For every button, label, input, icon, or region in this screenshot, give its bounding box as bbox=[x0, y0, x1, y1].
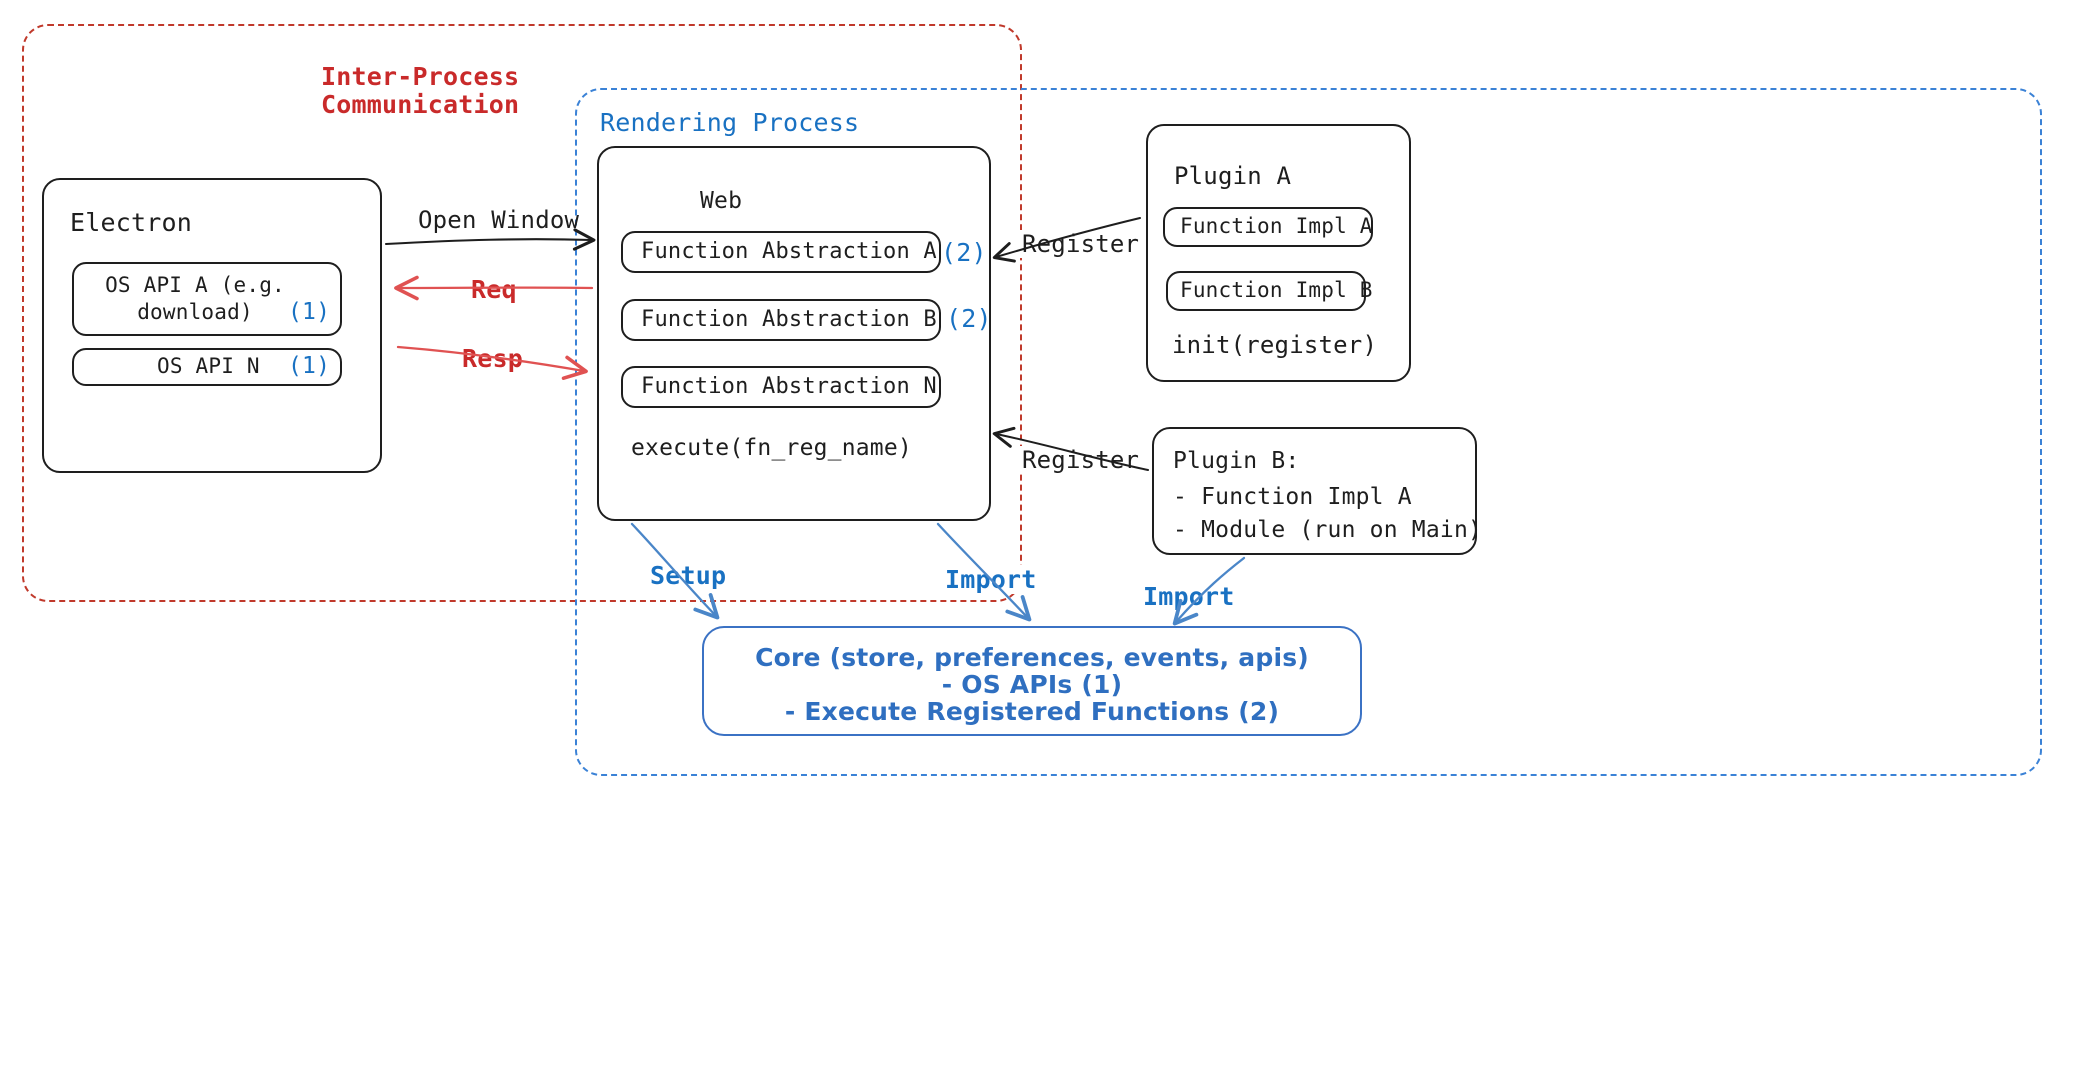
function-abstraction-n-label: Function Abstraction N bbox=[641, 374, 937, 399]
web-title: Web bbox=[700, 188, 743, 214]
core-line-1: Core (store, preferences, events, apis) bbox=[755, 643, 1309, 672]
import-plugin-label: Import bbox=[1138, 582, 1240, 611]
plugin-a-init-label: init(register) bbox=[1172, 331, 1378, 359]
req-label: Req bbox=[464, 275, 524, 304]
resp-label: Resp bbox=[455, 344, 531, 373]
os-api-n-box[interactable] bbox=[72, 348, 342, 386]
os-api-n-label: OS API N bbox=[157, 354, 260, 378]
plugin-a-title: Plugin A bbox=[1174, 162, 1292, 190]
register-b-label: Register bbox=[1018, 446, 1144, 474]
plugin-b-item-1: - Module (run on Main) bbox=[1173, 517, 1483, 543]
electron-box[interactable] bbox=[42, 178, 382, 473]
os-api-n-marker: (1) bbox=[288, 353, 331, 379]
register-a-label: Register bbox=[1018, 230, 1144, 258]
function-impl-b-label: Function Impl B bbox=[1180, 278, 1373, 302]
function-abstraction-n-box[interactable] bbox=[621, 366, 941, 408]
os-api-a-box[interactable] bbox=[72, 262, 342, 336]
function-impl-a-box[interactable] bbox=[1163, 207, 1373, 247]
plugin-b-title: Plugin B: bbox=[1173, 448, 1300, 474]
function-impl-a-label: Function Impl A bbox=[1180, 214, 1373, 238]
web-execute-label: execute(fn_reg_name) bbox=[631, 435, 912, 461]
open-window-label: Open Window bbox=[418, 206, 580, 234]
web-box[interactable] bbox=[597, 146, 991, 521]
ipc-label-line1: Inter-Process bbox=[321, 62, 520, 91]
function-abstraction-b-label: Function Abstraction B bbox=[641, 307, 937, 332]
function-abstraction-a-box[interactable] bbox=[621, 231, 941, 273]
core-line-2: - OS APIs (1) bbox=[941, 670, 1123, 699]
plugin-a-box[interactable] bbox=[1146, 124, 1411, 382]
function-abstraction-a-label: Function Abstraction A bbox=[641, 239, 937, 264]
function-abstraction-b-box[interactable] bbox=[621, 299, 941, 341]
ipc-boundary bbox=[22, 24, 1022, 602]
import-web-label: Import bbox=[940, 565, 1042, 594]
plugin-b-item-0: - Function Impl A bbox=[1173, 484, 1412, 510]
plugin-b-box[interactable] bbox=[1152, 427, 1477, 555]
ipc-label-line2: Communication bbox=[321, 90, 520, 119]
function-impl-b-box[interactable] bbox=[1166, 271, 1366, 311]
core-line-3: - Execute Registered Functions (2) bbox=[784, 697, 1280, 726]
electron-title: Electron bbox=[70, 208, 193, 237]
rendering-process-boundary bbox=[575, 88, 2042, 776]
rendering-process-label: Rendering Process bbox=[600, 108, 860, 137]
core-box[interactable] bbox=[702, 626, 1362, 736]
setup-label: Setup bbox=[645, 561, 732, 590]
os-api-a-marker: (1) bbox=[288, 299, 331, 325]
os-api-a-label: OS API A (e.g. download) bbox=[105, 273, 285, 324]
function-abstraction-a-marker: (2) bbox=[941, 238, 987, 267]
function-abstraction-b-marker: (2) bbox=[946, 304, 992, 333]
